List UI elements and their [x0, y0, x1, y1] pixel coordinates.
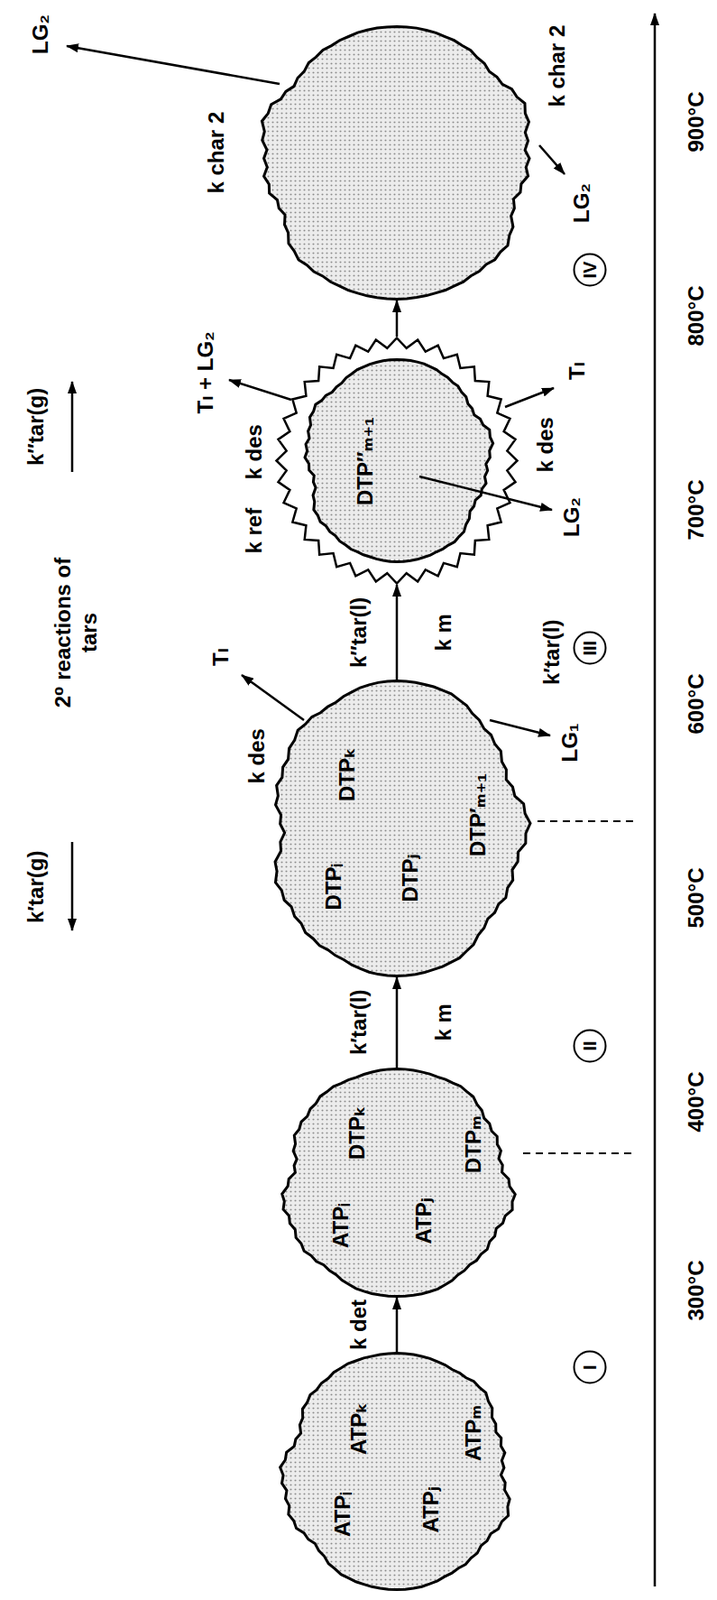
product-label: LG₂: [559, 496, 586, 537]
product-label: LG₂: [27, 14, 55, 55]
species-label: DTPₖ: [344, 1104, 371, 1159]
temperature-label: 700°C: [683, 479, 710, 541]
species-label: DTP″ₘ₊₁: [352, 416, 379, 506]
species-label: DTPₘ: [460, 1114, 488, 1173]
rate-constant: k des: [241, 423, 268, 479]
precursor-cloud: ATPᵢ ATPₖATPⱼ ATPₘ: [275, 1351, 519, 1591]
product-label: Tₗ + LG₂: [193, 330, 220, 414]
rate-constant: k ref: [241, 507, 268, 554]
precursor-cloud: DTPᵢ DTPₖDTPⱼ DTP′ₘ₊₁: [261, 679, 533, 977]
circle-outline: [574, 632, 607, 664]
cloud-shape: [261, 27, 530, 300]
product-label: Tₗ: [564, 361, 591, 380]
cloud-outline: [261, 679, 533, 977]
species-label: k char 2: [203, 111, 230, 194]
species-label: ATPₘ: [460, 1404, 488, 1461]
cloud-shape: [280, 1352, 511, 1590]
species-label: ATPⱼ: [411, 1196, 438, 1243]
stage-boundary-dash: [537, 819, 636, 822]
product-arrow: [229, 379, 292, 400]
circle-outline: [574, 1029, 607, 1062]
cloud-outline: [275, 1351, 519, 1591]
direction-arrow: [71, 841, 74, 930]
rate-constant: k′tar(l): [346, 989, 373, 1055]
precursor-cloud: ATPᵢ DTPₖATPⱼ DTPₘ: [275, 1066, 519, 1297]
temperature-label: 300°C: [683, 1259, 710, 1321]
cloud-outline: [275, 336, 519, 585]
annotation: 2⁰ reactions of tars: [50, 553, 103, 712]
reaction-arrow: [395, 976, 399, 1067]
stage-numeral: IV: [579, 261, 601, 279]
reaction-arrow: [395, 584, 399, 680]
rate-constant: k m: [431, 613, 458, 651]
spacer: [523, 1152, 708, 1154]
rate-constant: k″tar(g): [23, 387, 50, 466]
species-label: DTP′ₘ₊₁: [465, 772, 492, 856]
circle-outline: [574, 254, 607, 286]
species-label: ATPᵢ: [328, 1202, 355, 1248]
species-label: DTPₖ: [334, 746, 361, 801]
stage-circle: I: [572, 1349, 607, 1384]
temperature-label: 900°C: [683, 91, 710, 153]
temperature-label: 500°C: [683, 867, 710, 929]
stage-numeral: II: [579, 1039, 601, 1050]
rate-constant: k′tar(l): [539, 619, 566, 685]
stage-numeral: III: [579, 640, 601, 656]
cloud-outline: [193, 25, 542, 301]
inner-cloud: [304, 359, 494, 562]
product-arrow: [489, 719, 551, 736]
reaction-arrow: [395, 300, 399, 337]
rate-constant: k det: [346, 1298, 373, 1350]
circle-outline: [574, 1351, 607, 1383]
temperature-axis: [653, 13, 657, 1586]
product-arrow: [66, 45, 280, 84]
rate-constant: k m: [431, 1002, 458, 1040]
char-cloud: k char 2: [193, 25, 542, 301]
species-label: ATPₖ: [346, 1401, 373, 1454]
species-label: ATPⱼ: [418, 1485, 445, 1532]
temperature-label: 600°C: [683, 673, 710, 735]
product-arrow: [419, 476, 552, 510]
rate-constant: k des: [533, 416, 560, 472]
rate-constant: k des: [244, 727, 271, 783]
stage-circle: II: [572, 1028, 607, 1063]
product-arrow: [539, 145, 565, 175]
rate-constant: k char 2: [544, 25, 571, 108]
stage-circle: III: [572, 630, 607, 665]
stage-boundary-dash: [523, 1151, 636, 1154]
temperature-label: 800°C: [683, 285, 710, 347]
spiky-outline: [276, 338, 518, 584]
rate-constant: k″tar(l): [346, 597, 373, 668]
stage-circle: IV: [572, 252, 607, 287]
cloud-shape: [282, 1068, 515, 1297]
product-label: Tₗ: [208, 647, 235, 666]
product-label: LG₂: [569, 183, 596, 223]
refractory-cloud: DTP″ₘ₊₁: [275, 336, 519, 585]
reaction-arrow: [395, 1296, 399, 1352]
direction-arrow: [71, 381, 74, 472]
cloud-shape: [275, 680, 531, 976]
species-label: DTPⱼ: [397, 853, 424, 901]
product-arrow: [241, 674, 304, 720]
product-label: LG₁: [557, 722, 584, 762]
temperature-label: 400°C: [683, 1071, 710, 1132]
species-label: DTPᵢ: [321, 863, 348, 910]
stage-numeral: I: [579, 1363, 601, 1370]
species-label: ATPᵢ: [330, 1490, 357, 1536]
rate-constant: k′tar(g): [23, 850, 50, 923]
product-arrow: [505, 387, 554, 407]
cloud-outline: [275, 1066, 519, 1297]
